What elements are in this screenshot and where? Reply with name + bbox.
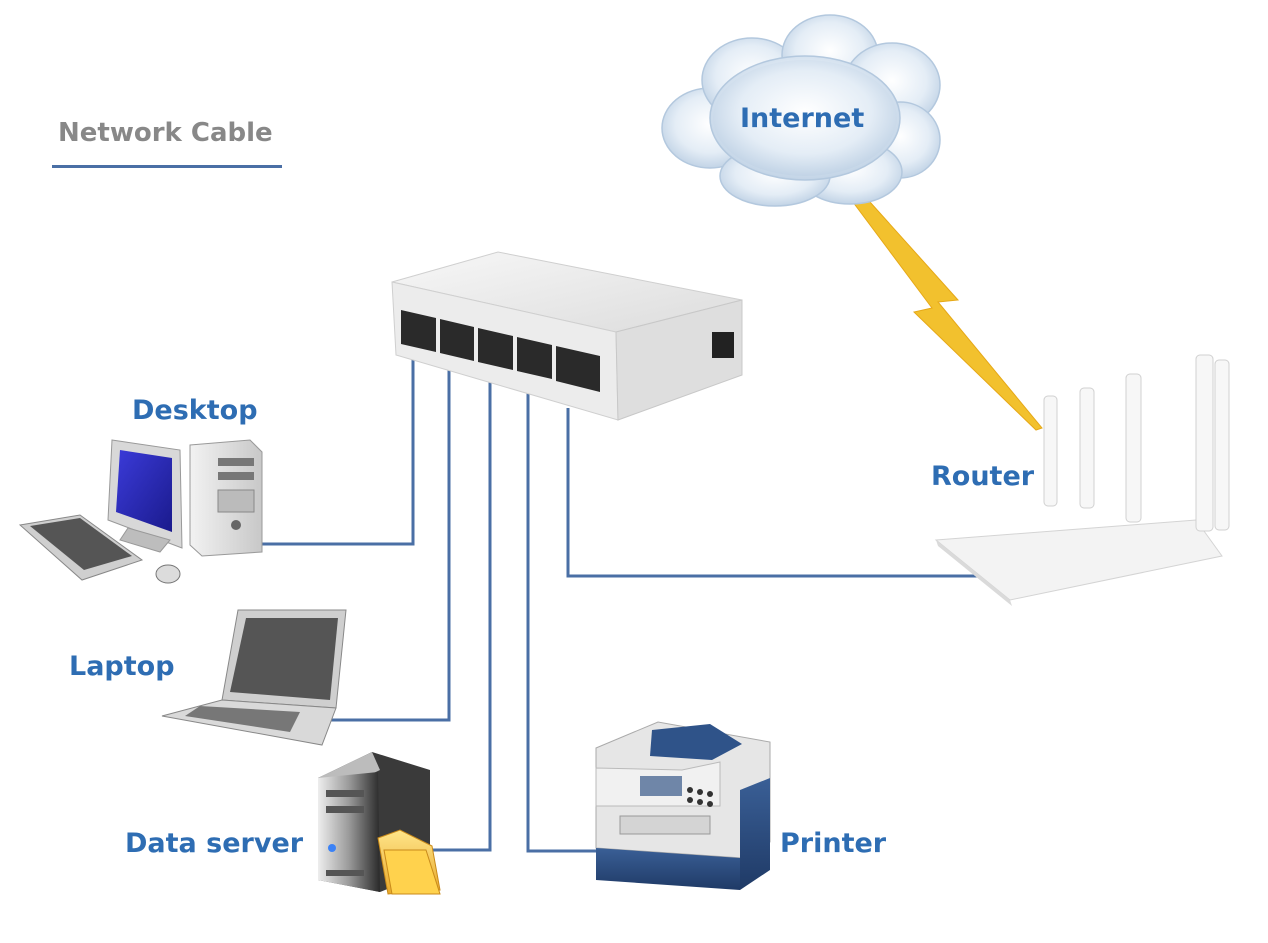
printer-label: Printer: [780, 828, 887, 859]
cable-server: [430, 380, 492, 852]
cloud-icon: [661, 14, 941, 207]
legend-network-cable-label: Network Cable: [58, 118, 273, 148]
data-server-icon: [318, 752, 441, 895]
cable-printer: [526, 393, 597, 853]
network-switch-icon: [391, 251, 743, 421]
data-server-label: Data server: [125, 828, 304, 859]
legend-network-cable-line: [52, 165, 282, 168]
cable-router: [566, 408, 1015, 578]
desktop-computer-icon: [18, 439, 263, 584]
printer-icon: [595, 721, 771, 890]
internet-label: Internet: [740, 103, 865, 134]
router-label: Router: [931, 461, 1035, 492]
wireless-link-icon: [837, 181, 1043, 431]
cables: [262, 358, 1015, 853]
cable-laptop: [318, 368, 451, 722]
cable-desktop: [262, 358, 415, 546]
desktop-label: Desktop: [132, 395, 258, 426]
laptop-icon: [161, 609, 347, 746]
laptop-label: Laptop: [69, 651, 175, 682]
router-icon: [934, 354, 1230, 606]
